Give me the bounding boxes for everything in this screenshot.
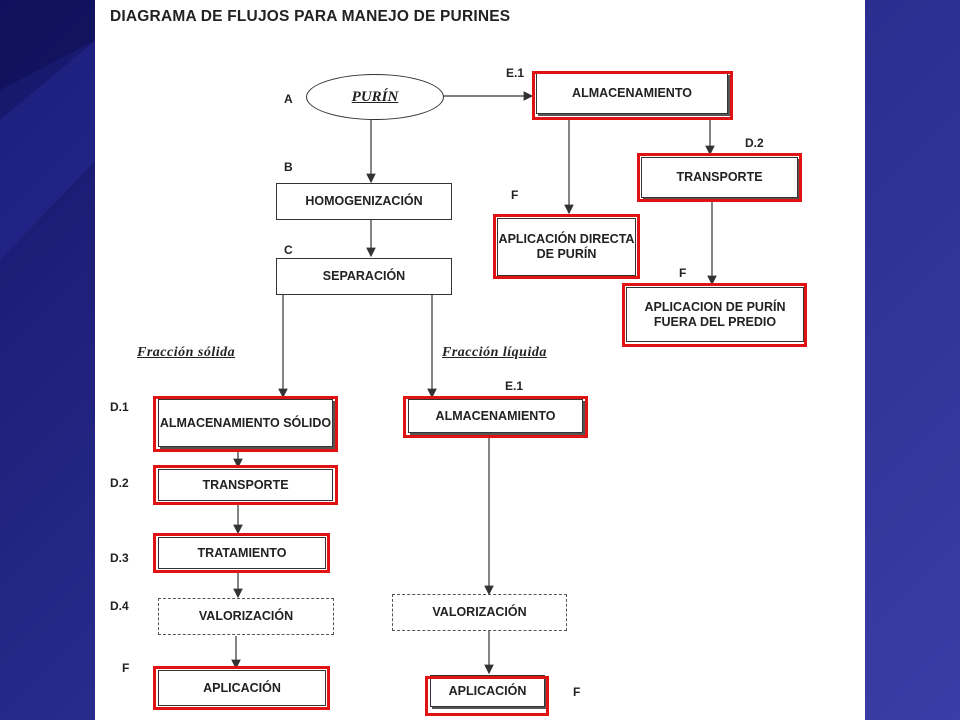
separacion-box: SEPARACIÓN [276,258,452,295]
almacenamiento-liquido-box: ALMACENAMIENTO [408,399,583,433]
highlight-frame [153,666,330,710]
label-f-bottom-right: F [573,685,581,699]
page-title: DIAGRAMA DE FLUJOS PARA MANEJO DE PURINE… [110,8,511,25]
label-f-bottom-left: F [122,661,130,675]
label-a: A [284,92,293,106]
transporte-solido-box: TRANSPORTE [158,469,333,501]
homogenizacion-box: HOMOGENIZACIÓN [276,183,452,220]
highlight-frame [622,283,807,347]
label-d2-top: D.2 [745,136,764,150]
label-d1: D.1 [110,400,129,414]
transporte-top-box: TRANSPORTE [641,157,798,198]
valorizacion-liquido-box: VALORIZACIÓN [392,594,567,631]
highlight-frame [637,153,802,202]
aplicacion-liquido-box: APLICACIÓN [430,675,545,707]
almacenamiento-solido-box: ALMACENAMIENTO SÓLIDO [158,399,333,447]
almacenamiento-top-box: ALMACENAMIENTO [536,73,728,114]
highlight-frame [493,214,640,279]
highlight-frame [403,396,588,438]
aplicacion-fuera-box: APLICACION DE PURÍN FUERA DEL PREDIO [626,287,804,342]
label-f-right: F [679,266,687,280]
label-d3: D.3 [110,551,129,565]
valorizacion-solido-box: VALORIZACIÓN [158,598,334,635]
aplicacion-solido-box: APLICACIÓN [158,670,326,706]
highlight-frame [153,533,330,573]
highlight-frame [532,71,733,120]
label-e1-top: E.1 [506,66,525,80]
label-f-left: F [511,188,519,202]
purin-node: PURÍN [306,74,444,120]
label-d4: D.4 [110,599,129,613]
aplicacion-directa-box: APLICACIÓN DIRECTA DE PURÍN [497,218,636,276]
fraccion-solida-label: Fracción sólida [137,345,236,360]
label-e1-mid: E.1 [505,379,524,393]
label-d2: D.2 [110,476,129,490]
highlight-frame [425,676,549,716]
label-c: C [284,243,293,257]
highlight-frame [153,396,338,452]
tratamiento-box: TRATAMIENTO [158,537,326,569]
background-decoration [0,0,96,260]
label-b: B [284,160,293,174]
fraccion-liquida-label: Fracción líquida [442,345,547,360]
highlight-frame [153,465,338,505]
